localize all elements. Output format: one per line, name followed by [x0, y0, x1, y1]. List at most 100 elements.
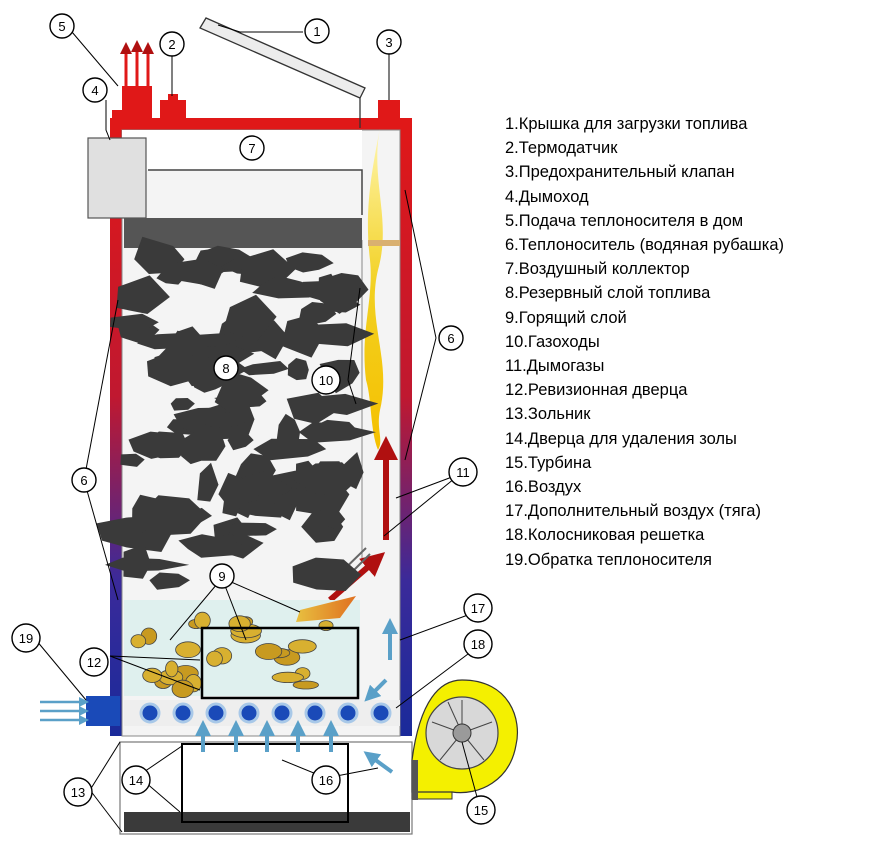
reserve-fuel-layer: [96, 218, 379, 591]
svg-text:3: 3: [385, 35, 392, 50]
burning-layer: [124, 596, 360, 699]
leader-lines: [35, 24, 481, 833]
legend-item: 16.Воздух: [505, 478, 582, 497]
fuel-chunk: [239, 361, 289, 376]
fuel-chunk: [214, 373, 269, 416]
fuel-chunk: [252, 275, 319, 299]
ember: [292, 680, 319, 690]
loading-lid: [199, 17, 366, 128]
fuel-chunk: [170, 398, 195, 411]
svg-text:14: 14: [129, 773, 143, 788]
fuel-chunk: [287, 358, 309, 381]
fuel-chunk: [156, 344, 194, 386]
fuel-chunk: [285, 252, 334, 273]
callout-6-left: 6: [71, 467, 97, 493]
grate-bar: [172, 702, 194, 724]
fuel-chunk: [292, 557, 362, 591]
fuel-chunk: [143, 431, 189, 459]
grate-bar: [304, 702, 326, 724]
svg-text:2: 2: [168, 37, 175, 52]
fuel-chunk: [187, 333, 238, 347]
grate-bar: [271, 702, 293, 724]
svg-text:9: 9: [218, 569, 225, 584]
flame: [364, 128, 384, 450]
fuel-chunk: [191, 426, 226, 461]
fuel-chunk: [168, 258, 227, 285]
fuel-chunk: [286, 392, 338, 424]
legend-item: 7.Воздушный коллектор: [505, 260, 690, 279]
fuel-chunk: [123, 544, 151, 579]
callout-13: 13: [63, 777, 93, 807]
grate-bar: [238, 702, 260, 724]
supply-outlet: [112, 40, 154, 120]
callout-3: 3: [376, 29, 402, 55]
svg-text:19: 19: [19, 631, 33, 646]
callout-6-right: 6: [438, 325, 464, 351]
fuel-chunk: [201, 411, 250, 429]
chimney: [87, 137, 147, 219]
fuel-chunk: [223, 294, 277, 341]
ember: [255, 643, 283, 660]
fuel-chunk: [116, 275, 170, 314]
legend-item: 18.Колосниковая решетка: [505, 526, 705, 545]
callout-18: 18: [463, 629, 493, 659]
legend-item: 14.Дверца для удаления золы: [505, 429, 737, 448]
svg-text:8: 8: [222, 361, 229, 376]
legend-item: 15.Турбина: [505, 453, 592, 472]
svg-text:16: 16: [319, 773, 333, 788]
ash-box: [119, 741, 413, 835]
svg-text:7: 7: [248, 141, 255, 156]
svg-text:17: 17: [471, 601, 485, 616]
safety-valve: [378, 100, 400, 120]
legend-item: 4.Дымоход: [505, 187, 589, 206]
ember: [194, 611, 211, 630]
fuel-chunk: [198, 345, 223, 359]
callout-19: 19: [11, 623, 41, 653]
callout-11: 11: [448, 457, 478, 487]
callout-8: 8: [213, 355, 239, 381]
fuel-chunk: [120, 453, 145, 467]
legend-item: 5.Подача теплоносителя в дом: [505, 211, 744, 230]
ember: [165, 660, 179, 678]
callout-1: 1: [304, 18, 330, 44]
legend-item: 2.Термодатчик: [505, 139, 618, 158]
svg-text:4: 4: [91, 83, 98, 98]
grate-bar: [370, 702, 392, 724]
legend-item: 8.Резервный слой топлива: [505, 284, 711, 303]
callout-7: 7: [239, 135, 265, 161]
fuel-chunk: [197, 462, 219, 502]
fuel-chunk: [178, 534, 245, 558]
fuel-chunk: [322, 508, 346, 530]
legend-item: 1.Крышка для загрузки топлива: [505, 115, 748, 133]
callout-10: 10: [311, 365, 341, 395]
ember: [142, 667, 163, 684]
svg-text:1: 1: [313, 24, 320, 39]
callout-15: 15: [466, 795, 496, 825]
callout-9: 9: [209, 563, 235, 589]
ember: [130, 634, 147, 649]
fuel-chunk: [225, 522, 277, 537]
ember: [171, 679, 194, 699]
legend-item: 19.Обратка теплоносителя: [505, 550, 712, 569]
legend-item: 13.Зольник: [505, 405, 591, 424]
legend-item: 17.Дополнительный воздух (тяга): [505, 502, 761, 521]
svg-text:6: 6: [80, 473, 87, 488]
fuel-chunk: [137, 332, 192, 350]
fuel-chunk: [320, 273, 369, 314]
legend-item: 12.Ревизионная дверца: [505, 381, 688, 400]
air-arrows: [195, 618, 398, 774]
grate: [124, 700, 400, 726]
grate-bar: [139, 702, 161, 724]
legend-item: 9.Горящий слой: [505, 308, 627, 327]
fuel-chunk: [281, 315, 326, 358]
legend-item: 11.Дымогазы: [505, 357, 605, 376]
callout-4: 4: [82, 77, 108, 103]
fuel-chunk: [298, 421, 376, 443]
fuel-chunk: [149, 572, 190, 590]
fuel-chunk: [292, 462, 359, 496]
turbine: [411, 679, 518, 800]
thermosensor: [160, 100, 186, 120]
ember: [206, 650, 223, 667]
svg-text:6: 6: [447, 331, 454, 346]
